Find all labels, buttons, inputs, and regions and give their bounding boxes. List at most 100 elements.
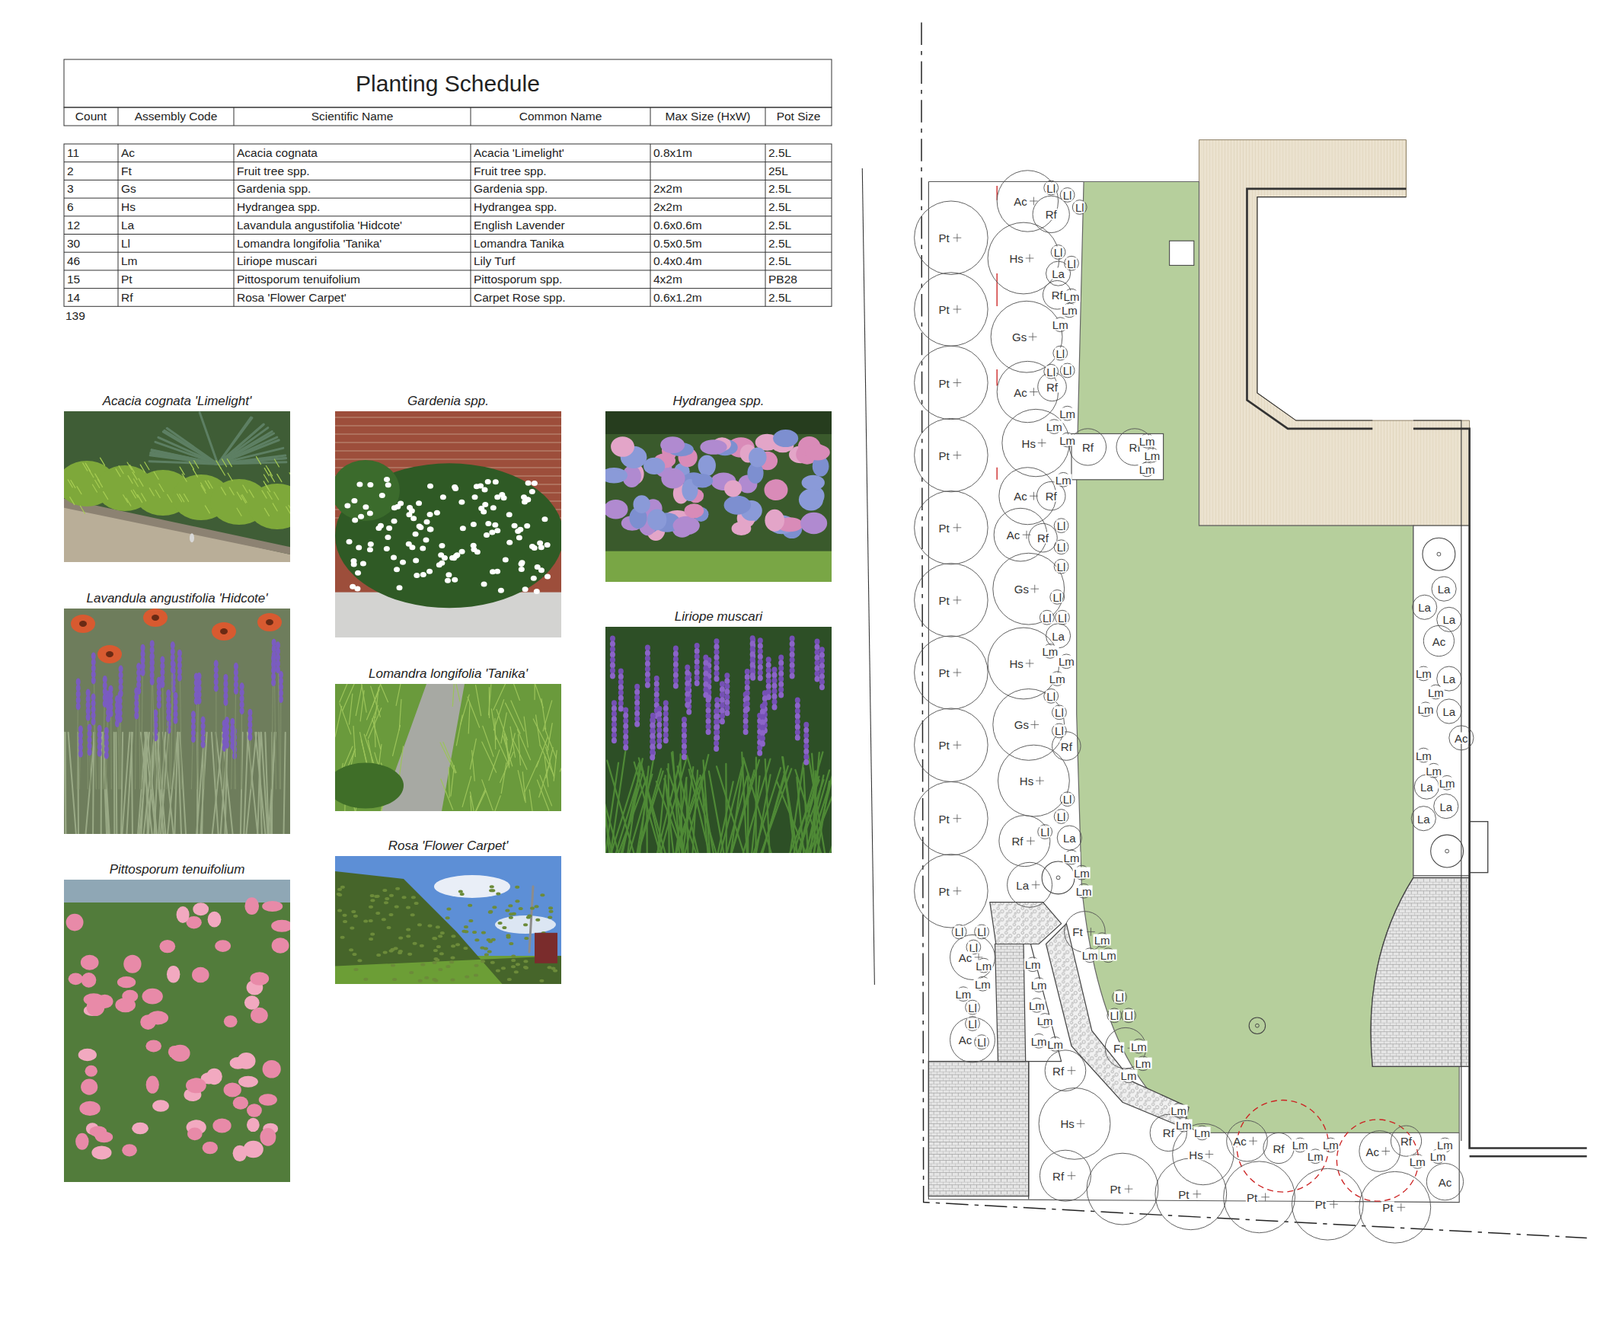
plant-circle bbox=[1044, 364, 1059, 379]
liriope-floret bbox=[663, 710, 669, 717]
liriope-floret bbox=[656, 727, 662, 734]
grass-blade bbox=[536, 736, 549, 767]
foliage-strand bbox=[130, 490, 136, 499]
liriope-floret bbox=[724, 709, 730, 716]
foliage-strand bbox=[133, 479, 138, 487]
plant-code: Pt bbox=[1245, 1191, 1259, 1203]
rose-bloom bbox=[81, 972, 97, 988]
plant-circle bbox=[1112, 990, 1128, 1005]
table-cell: Lomandra Tanika bbox=[473, 234, 649, 253]
liriope-leaf bbox=[610, 750, 626, 853]
hedge-leaf bbox=[382, 888, 387, 892]
liriope-floret bbox=[795, 718, 801, 725]
plant-code: Ll bbox=[1045, 365, 1057, 377]
hedge-leaf bbox=[390, 964, 396, 968]
plant-code: Lm bbox=[1424, 764, 1443, 777]
liriope-floret bbox=[713, 659, 719, 666]
foliage-strand bbox=[226, 459, 232, 467]
grass-blade bbox=[536, 715, 541, 746]
liriope-floret bbox=[609, 672, 616, 679]
plant-circle bbox=[1053, 518, 1069, 534]
liriope-floret bbox=[681, 753, 687, 761]
grass-blade bbox=[482, 741, 497, 773]
plant-code: Lm bbox=[1436, 1139, 1454, 1151]
lavender-leaf bbox=[212, 732, 224, 834]
hedge-leaf bbox=[389, 949, 394, 953]
plant-circle bbox=[914, 854, 988, 928]
gardenia-flower bbox=[525, 480, 532, 486]
liriope-floret bbox=[684, 664, 690, 671]
lawn bbox=[605, 551, 832, 582]
rose-bloom bbox=[79, 1101, 100, 1116]
plant-code: Rf bbox=[1051, 1064, 1065, 1077]
liriope-floret bbox=[634, 683, 640, 690]
table-cell: 30 bbox=[67, 234, 116, 253]
table-cell: 25L bbox=[768, 162, 830, 181]
plant-circle bbox=[1121, 1008, 1137, 1023]
gardenia-flower bbox=[390, 554, 397, 560]
table-cell: 2 bbox=[67, 162, 116, 181]
plant-circle bbox=[1028, 523, 1058, 553]
hydrangea-head bbox=[661, 468, 685, 489]
plant-symbols bbox=[914, 170, 1474, 1243]
plant-circle bbox=[914, 491, 988, 565]
column-header: Pot Size bbox=[765, 107, 832, 126]
plant-code: La bbox=[1417, 601, 1432, 614]
gardenia-flower bbox=[451, 484, 458, 490]
liriope-floret bbox=[694, 664, 700, 671]
plant-code: Lm bbox=[1143, 449, 1161, 461]
street-line bbox=[862, 168, 875, 985]
table-cell: La bbox=[121, 216, 232, 235]
plant-code: Lm bbox=[1133, 1057, 1152, 1070]
hedge-leaf bbox=[417, 922, 422, 927]
rose-bloom bbox=[185, 1077, 207, 1093]
table-cell: Rf bbox=[121, 288, 232, 307]
liriope-floret bbox=[724, 704, 730, 711]
liriope-floret bbox=[684, 696, 690, 703]
plant-circle bbox=[1449, 725, 1474, 751]
liriope-floret bbox=[814, 648, 821, 655]
table-cell: 0.8x1m bbox=[653, 143, 764, 163]
liriope-floret bbox=[663, 726, 669, 733]
foliage-strand bbox=[70, 480, 76, 489]
plant-photo bbox=[63, 411, 291, 563]
plant-code: Ll bbox=[976, 926, 987, 938]
gardenia-flower bbox=[424, 519, 431, 525]
liriope-floret bbox=[724, 693, 730, 700]
hedge-leaf bbox=[539, 979, 544, 983]
plant-circle bbox=[1291, 1168, 1364, 1240]
hedge-leaf bbox=[414, 901, 419, 905]
plant-code: Ll bbox=[1114, 991, 1125, 1003]
foliage-strand bbox=[220, 487, 226, 496]
row-rule bbox=[63, 287, 832, 289]
plant-centre-cross bbox=[1035, 776, 1045, 786]
hedge-leaf bbox=[384, 897, 390, 901]
hydrangea-head bbox=[605, 499, 629, 520]
liriope-floret bbox=[789, 661, 796, 668]
liriope-floret bbox=[750, 651, 756, 658]
plant-code: La bbox=[1015, 878, 1030, 891]
rose-bloom bbox=[176, 906, 190, 923]
liriope-floret bbox=[713, 734, 719, 741]
liriope-floret bbox=[663, 705, 669, 712]
liriope-floret bbox=[744, 684, 751, 691]
gardenia-flower bbox=[399, 559, 406, 566]
column-header: Common Name bbox=[470, 107, 651, 126]
gravel-path bbox=[1046, 923, 1190, 1128]
gardenia-flower bbox=[367, 482, 374, 488]
grass-blade bbox=[559, 740, 562, 772]
plant-centre-cross bbox=[1381, 1146, 1390, 1156]
plant-code: Ll bbox=[967, 1018, 978, 1030]
plant-circle bbox=[914, 708, 988, 782]
liriope-floret bbox=[713, 648, 719, 655]
plant-circle bbox=[1041, 861, 1075, 895]
row-rule bbox=[63, 161, 832, 163]
plant-circle bbox=[1038, 1087, 1111, 1160]
lavender-leaf bbox=[115, 732, 117, 834]
rose-bloom bbox=[78, 1048, 97, 1061]
lavender-leaf bbox=[283, 732, 285, 834]
liriope-floret bbox=[634, 710, 640, 717]
gardenia-flower bbox=[478, 505, 485, 511]
hedge-leaf bbox=[467, 903, 473, 907]
liriope-floret bbox=[649, 738, 655, 745]
